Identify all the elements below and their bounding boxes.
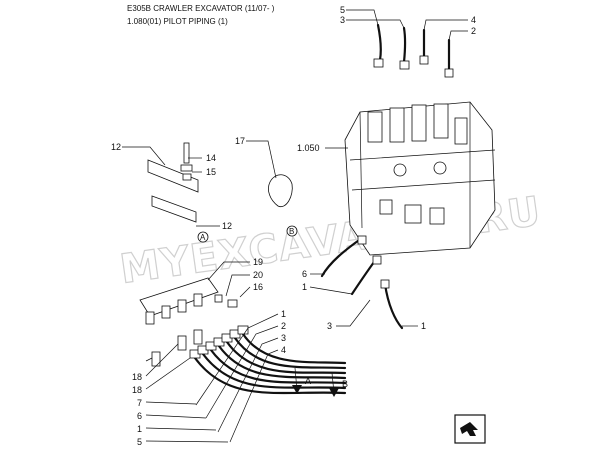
callout-20: 20: [253, 270, 263, 280]
arrow-label-a: A: [305, 376, 311, 386]
clamp-assembly: [268, 174, 298, 237]
control-valve-block: [344, 101, 496, 256]
callout-15: 15: [206, 167, 216, 177]
leader-lines: [122, 9, 468, 443]
callout-19: 19: [253, 257, 263, 267]
callout-6-bundle: 6: [137, 411, 142, 421]
callout-12-second: 12: [222, 221, 232, 231]
callout-3-side: 3: [327, 321, 332, 331]
flow-arrows: [292, 367, 339, 397]
callout-1-bundle: 1: [281, 309, 286, 319]
callout-12: 12: [111, 142, 121, 152]
callout-1-lower: 1: [137, 424, 142, 434]
callout-2-bundle: 2: [281, 321, 286, 331]
callout-18-second: 18: [132, 385, 142, 395]
callout-5: 5: [340, 5, 345, 15]
callout-2: 2: [471, 26, 476, 36]
callout-14: 14: [206, 153, 216, 163]
callout-5-lower: 5: [137, 437, 142, 447]
arrow-label-b: B: [342, 379, 348, 389]
marker-a: A: [200, 233, 206, 242]
callout-18: 18: [132, 372, 142, 382]
header-section: 1.080(01) PILOT PIPING (1): [127, 17, 228, 26]
marker-b: B: [289, 227, 294, 236]
callout-16: 16: [253, 282, 263, 292]
callout-1-side: 1: [421, 321, 426, 331]
bracket-assembly: [147, 142, 209, 243]
hose-bundle: [189, 325, 347, 395]
top-hoses: [373, 23, 454, 78]
callout-3: 3: [340, 15, 345, 25]
callout-4: 4: [471, 15, 476, 25]
callout-7: 7: [137, 398, 142, 408]
header-model: E305B CRAWLER EXCAVATOR (11/07- ): [127, 4, 275, 13]
callout-1050: 1.050: [297, 143, 320, 153]
pilot-manifold: [139, 277, 238, 367]
callout-1: 1: [302, 282, 307, 292]
page-nav-arrow-icon[interactable]: [454, 414, 486, 444]
side-hoses: [320, 235, 404, 330]
callout-6: 6: [302, 269, 307, 279]
callout-17: 17: [235, 136, 245, 146]
callout-4-bundle: 4: [281, 345, 286, 355]
callout-3-bundle: 3: [281, 333, 286, 343]
